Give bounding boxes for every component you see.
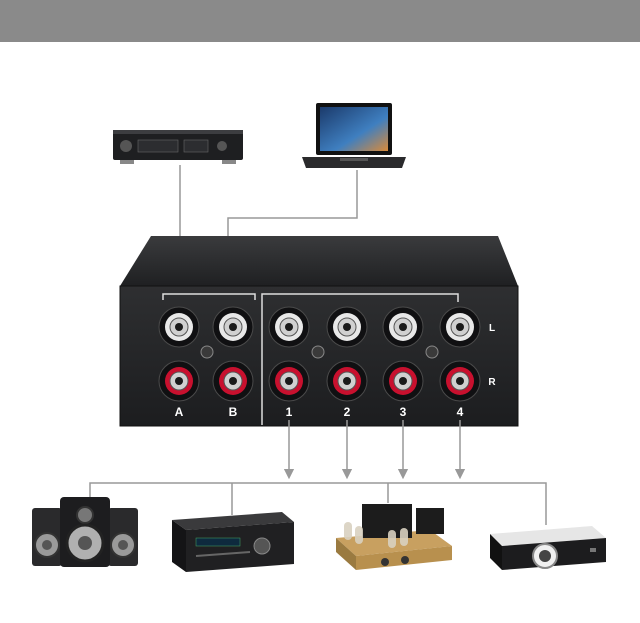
output-label-4: 4 (457, 405, 464, 419)
rca-jack-a-l (159, 307, 199, 347)
input-label-b: B (229, 405, 238, 419)
rca-jack-3-r (383, 361, 423, 401)
rca-jack-2-r (327, 361, 367, 401)
tube-amplifier-icon (336, 504, 452, 570)
output-arrows (289, 420, 460, 474)
output-label-1: 1 (286, 405, 293, 419)
amplifier-rack-icon (113, 130, 243, 164)
rca-jack-b-r (213, 361, 253, 401)
projector-icon (490, 526, 606, 570)
output-label-2: 2 (344, 405, 351, 419)
rca-jack-b-l (213, 307, 253, 347)
channel-label-l: L (489, 323, 495, 334)
rca-jack-2-l (327, 307, 367, 347)
av-receiver-icon (172, 512, 294, 572)
input-label-a: A (175, 405, 184, 419)
rca-jack-4-l (440, 307, 480, 347)
speakers-icon (32, 497, 138, 567)
rca-jack-4-r (440, 361, 480, 401)
output-label-3: 3 (400, 405, 407, 419)
channel-label-r: R (488, 377, 496, 388)
rca-jack-3-l (383, 307, 423, 347)
rca-jack-1-r (269, 361, 309, 401)
rca-jack-a-r (159, 361, 199, 401)
rca-jack-1-l (269, 307, 309, 347)
destination-bus-line (90, 483, 546, 525)
laptop-icon (302, 103, 406, 168)
